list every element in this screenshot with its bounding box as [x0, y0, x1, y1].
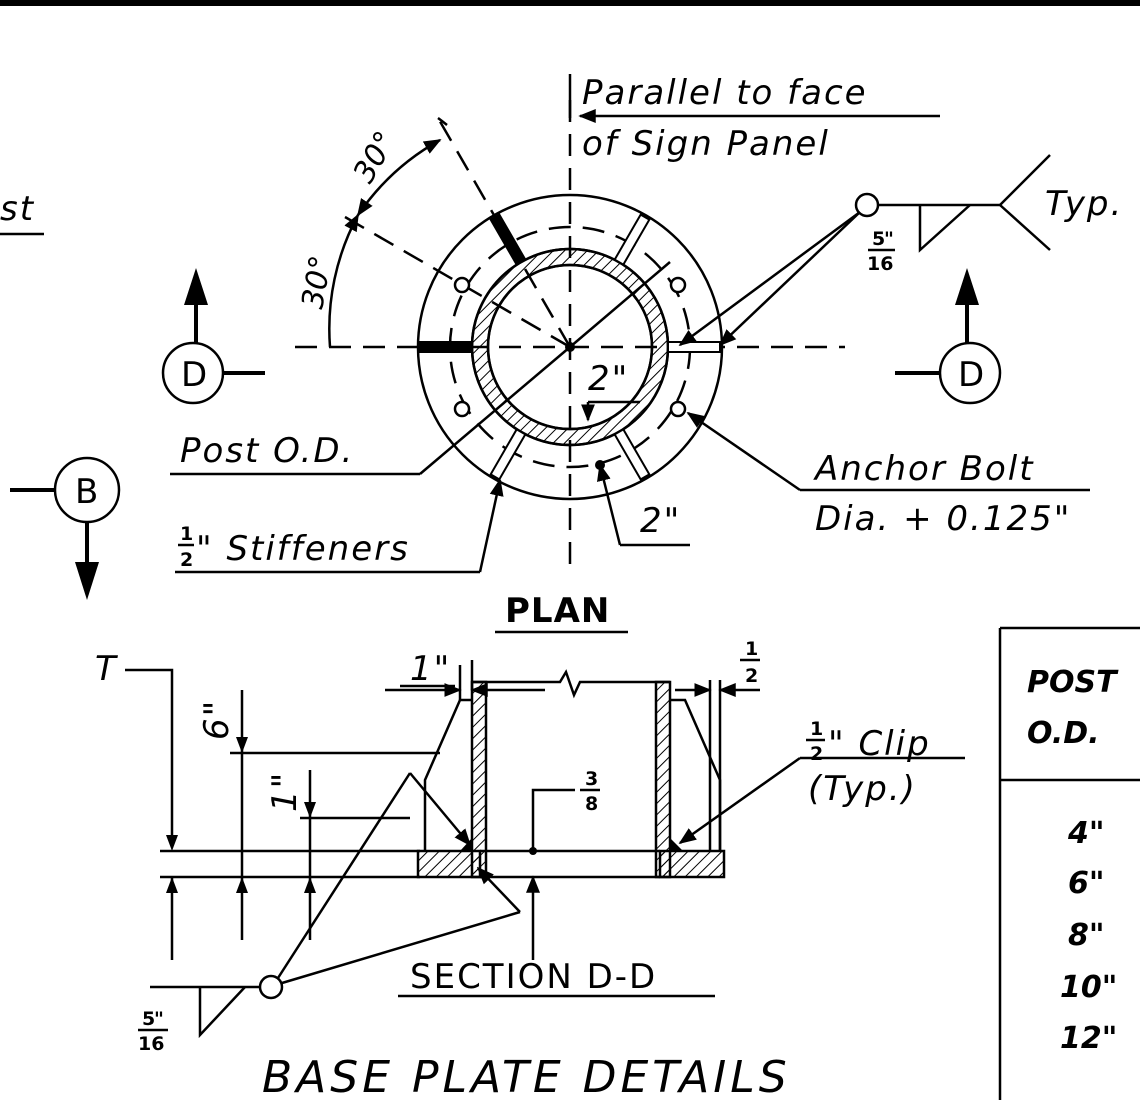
clip-frac-bottom: 2 — [810, 743, 823, 765]
clip-typ-label: (Typ.) — [808, 769, 917, 809]
parallel-note-line2: of Sign Panel — [582, 124, 830, 164]
clip-frac-top: 1 — [810, 718, 823, 740]
one-inch-side-label: 1" — [265, 771, 305, 812]
table-header-line1: POST — [1027, 665, 1119, 700]
angle-upper-label: 30° — [347, 125, 404, 189]
section-b-marker: B — [10, 456, 121, 600]
weld-frac-bottom-right: 16 — [867, 253, 893, 275]
section-marker-right: D — [895, 268, 1002, 405]
angle-lower-label: 30° — [295, 253, 339, 311]
post-od-label: Post O.D. — [180, 431, 354, 471]
anchor-bolt-label-line2: Dia. + 0.125" — [815, 499, 1071, 539]
table-row: 10" — [1060, 970, 1117, 1005]
table-row: 8" — [1068, 918, 1105, 953]
top-border — [0, 0, 1140, 6]
weld-frac-top-left: 5 — [142, 1008, 155, 1030]
section-b-letter: B — [75, 472, 100, 512]
table-row: 12" — [1060, 1021, 1117, 1056]
typ-label: Typ. — [1045, 184, 1123, 224]
section-view: T 6" 1" 1" 1 2 1 2 " Clip (Ty — [95, 638, 965, 1055]
t-label: T — [95, 649, 118, 689]
partial-label: st — [0, 189, 35, 229]
one-inch-top-label: 1" — [410, 649, 451, 689]
section-marker-left: D — [161, 268, 265, 405]
three-eighth-top: 3 — [585, 768, 598, 790]
section-dd-title: SECTION D-D — [410, 957, 657, 997]
table-header-line2: O.D. — [1027, 716, 1100, 751]
stiffeners-frac-bottom: 2 — [180, 549, 193, 571]
post-od-table: POST O.D. 4" 6" 8" 10" 12" — [998, 626, 1140, 1100]
stiffeners-label: " Stiffeners — [196, 529, 410, 569]
half-top-label-numerator: 1 — [745, 638, 758, 660]
weld-unit-left: " — [154, 1008, 164, 1030]
plan-title: PLAN — [505, 591, 610, 631]
weld-unit-right: " — [884, 228, 894, 250]
section-marker-right-letter: D — [958, 355, 986, 395]
two-inch-lower-label: 2" — [640, 501, 681, 541]
three-eighth-bottom: 8 — [585, 793, 598, 815]
plan-view: 30° 30° Parallel to face of Sign Panel 2… — [10, 73, 1123, 634]
weld-frac-top-right: 5 — [872, 228, 885, 250]
two-inch-upper-label: 2" — [588, 359, 629, 399]
six-inch-label: 6" — [197, 699, 237, 740]
stiffeners-frac-top: 1 — [180, 523, 193, 545]
anchor-bolt-label-line1: Anchor Bolt — [813, 449, 1035, 489]
parallel-note-line1: Parallel to face — [582, 73, 868, 113]
section-marker-left-letter: D — [181, 355, 209, 395]
table-row: 4" — [1067, 816, 1105, 851]
drawing-title: BASE PLATE DETAILS — [262, 1052, 791, 1100]
half-top-label-denominator: 2 — [745, 665, 758, 687]
weld-frac-bottom-left: 16 — [138, 1033, 164, 1055]
table-row: 6" — [1068, 866, 1105, 901]
